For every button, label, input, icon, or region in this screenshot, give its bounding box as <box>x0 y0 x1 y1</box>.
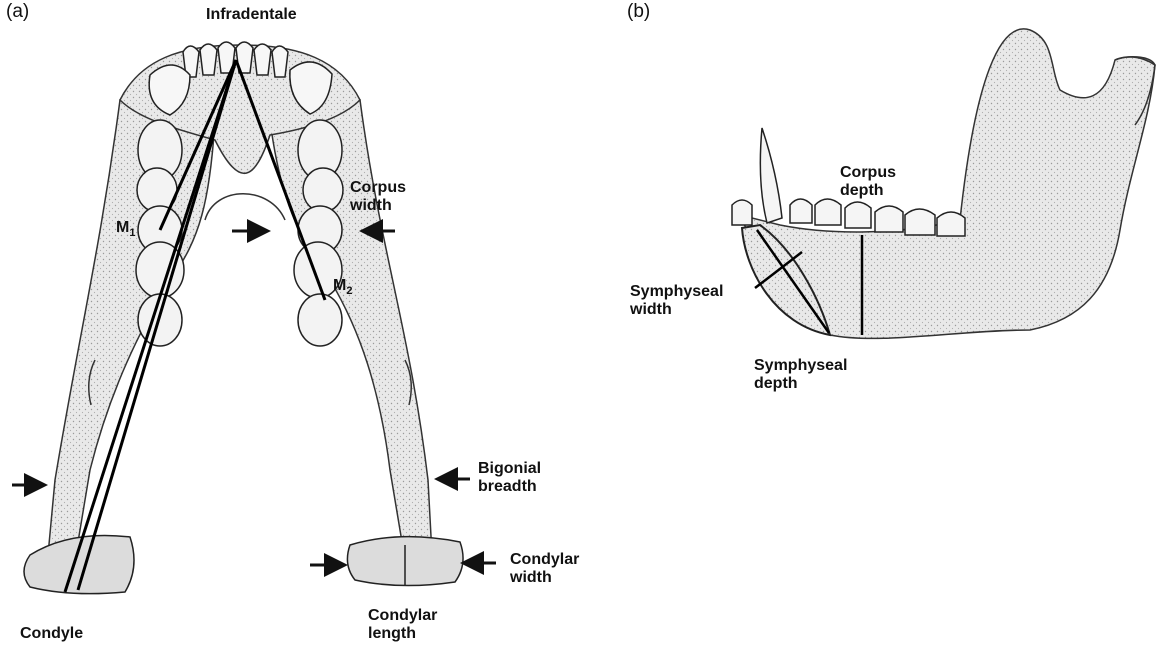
infradentale-label: Infradentale <box>206 6 297 24</box>
mandible-occlusal-view <box>12 42 496 594</box>
m1-label: M1 <box>116 219 135 242</box>
panel-b-label: (b) <box>627 2 650 22</box>
m2-label: M2 <box>333 277 352 300</box>
condyle-label: Condyle <box>20 625 83 643</box>
panel-a-label: (a) <box>6 2 29 22</box>
mandible-lateral-view <box>732 29 1155 339</box>
